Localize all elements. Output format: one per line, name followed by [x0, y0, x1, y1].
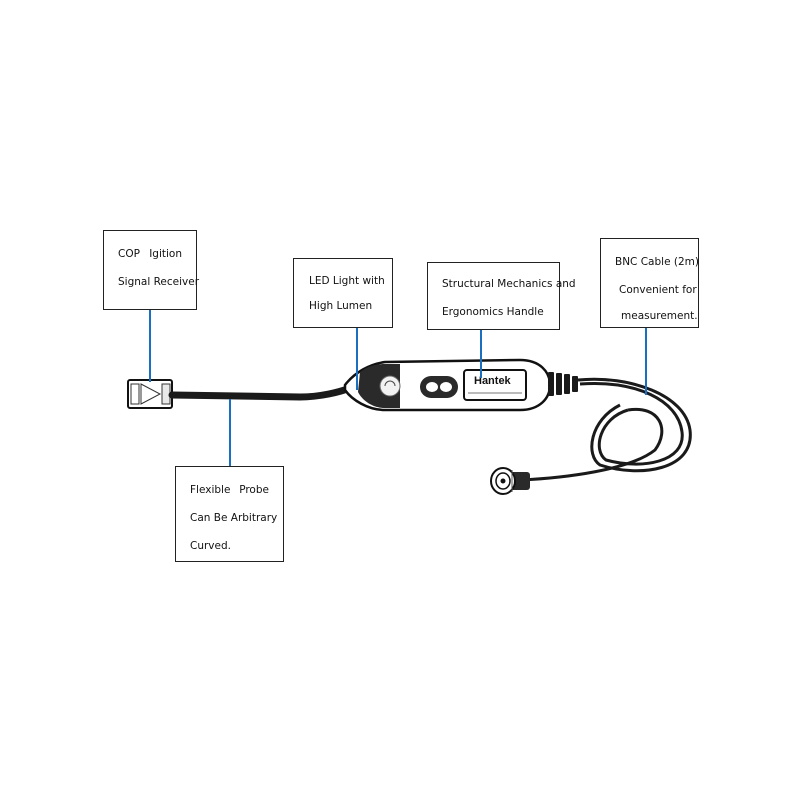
cop-label: COP: [118, 248, 140, 260]
leader-lines: [149, 310, 647, 468]
curved-label: Curved.: [190, 540, 231, 552]
callout-cop-receiver: COP Igition Signal Receiver: [103, 230, 200, 310]
measurement-label: measurement.: [621, 310, 698, 322]
handle-body: [343, 358, 552, 412]
flexible-probe-shaft: [168, 384, 354, 401]
ergonomics-handle-label: Ergonomics Handle: [442, 306, 544, 318]
bnc-cable-coil: [519, 377, 692, 482]
arbitrary-label: Can Be Arbitrary: [190, 512, 278, 524]
signal-receiver-label: Signal Receiver: [118, 276, 200, 288]
structural-mechanics-label: Structural Mechanics and: [442, 278, 576, 290]
callout-handle: Structural Mechanics and Ergonomics Hand…: [427, 262, 576, 330]
high-lumen-label: High Lumen: [309, 300, 373, 312]
bnc-connector: [490, 467, 530, 495]
convenient-label: Convenient for: [619, 284, 697, 296]
strain-relief: [548, 372, 578, 396]
ignition-label: Igition: [149, 248, 182, 260]
brand-label: Hantek: [474, 375, 512, 387]
cop-receiver-tip: [127, 379, 173, 409]
callout-bnc-cable: BNC Cable (2m) Convenient for measuremen…: [600, 238, 699, 328]
flexible-label: Flexible: [190, 484, 231, 496]
probe-label: Probe: [239, 484, 269, 496]
bnc-cable-label: BNC Cable (2m): [615, 256, 699, 268]
callout-led-light: LED Light with High Lumen: [293, 258, 393, 328]
callout-flexible-probe: Flexible Probe Can Be Arbitrary Curved.: [175, 466, 284, 562]
led-light-label: LED Light with: [309, 275, 385, 287]
